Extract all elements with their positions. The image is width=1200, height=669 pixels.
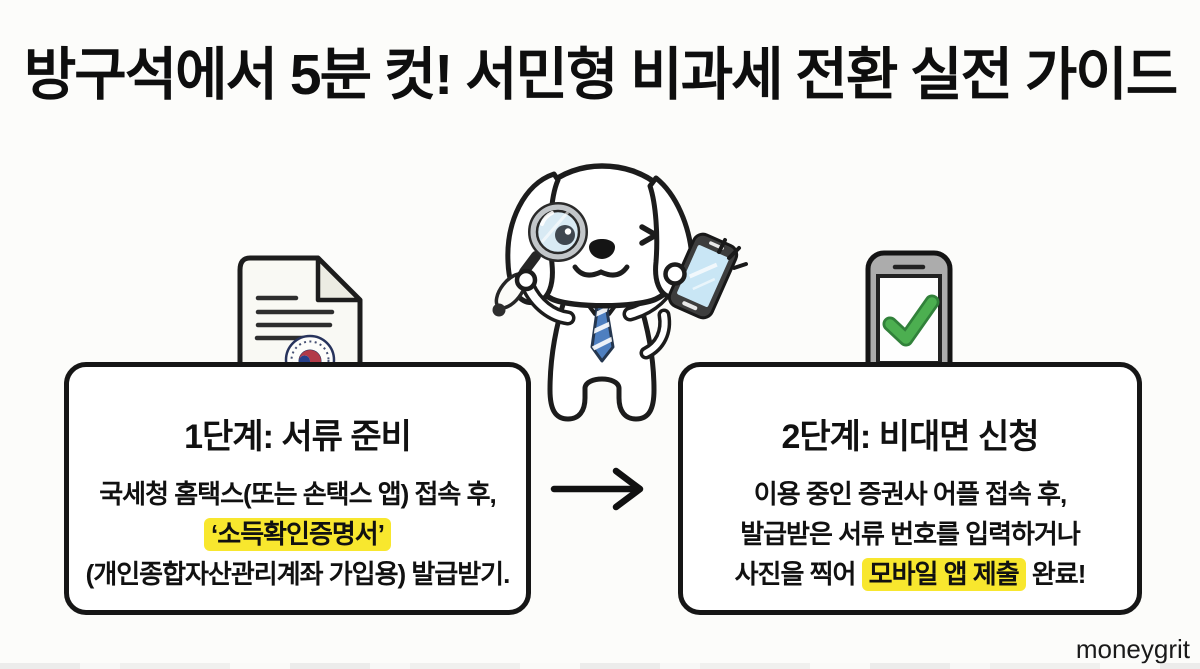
sparkle-motion-lines: [717, 238, 748, 270]
step2-line3: 사진을 찍어 모바일 앱 제출 완료!: [683, 556, 1137, 592]
step2-line3-prefix: 사진을 찍어: [734, 559, 862, 589]
step2-line3-suffix: 완료!: [1025, 559, 1087, 589]
dog-eye-through-lens: [555, 225, 575, 245]
held-smartphone-icon: [667, 232, 739, 320]
step1-highlight: ‘소득확인증명서’: [204, 518, 391, 551]
step2-line1: 이용 중인 증권사 어플 접속 후,: [753, 479, 1067, 509]
wink-eye-icon: [639, 224, 659, 246]
magnifying-glass-icon: [492, 202, 588, 317]
page-title: 방구석에서 5분 컷! 서민형 비과세 전환 실전 가이드: [23, 43, 1178, 107]
step1-card: 1단계: 서류 준비 국세청 홈택스(또는 손택스 앱) 접속 후, ‘소득확인…: [64, 362, 531, 615]
dog-mascot-icon: [492, 163, 748, 422]
right-arrow-icon: [550, 467, 644, 511]
step1-line1: 국세청 홈택스(또는 손택스 앱) 접속 후,: [99, 479, 496, 509]
step1-line3: (개인종합자산관리계좌 가입용) 발급받기.: [85, 559, 511, 589]
dog-right-paw: [663, 262, 687, 286]
step1-line2: ‘소득확인증명서’: [69, 516, 526, 552]
step2-card: 2단계: 비대면 신청 이용 중인 증권사 어플 접속 후, 발급받은 서류 번…: [678, 362, 1142, 615]
step2-title: 2단계: 비대면 신청: [781, 418, 1039, 456]
dog-nose: [589, 239, 615, 259]
watermark: moneygrit: [1075, 634, 1190, 664]
step2-highlight: 모바일 앱 제출: [861, 558, 1026, 591]
video-scrub-strip: [0, 663, 1200, 669]
step2-line2: 발급받은 서류 번호를 입력하거나: [740, 519, 1081, 549]
step1-title: 1단계: 서류 준비: [184, 418, 412, 456]
phone-with-green-check-icon: [865, 250, 953, 398]
dog-left-paw: [514, 268, 538, 292]
